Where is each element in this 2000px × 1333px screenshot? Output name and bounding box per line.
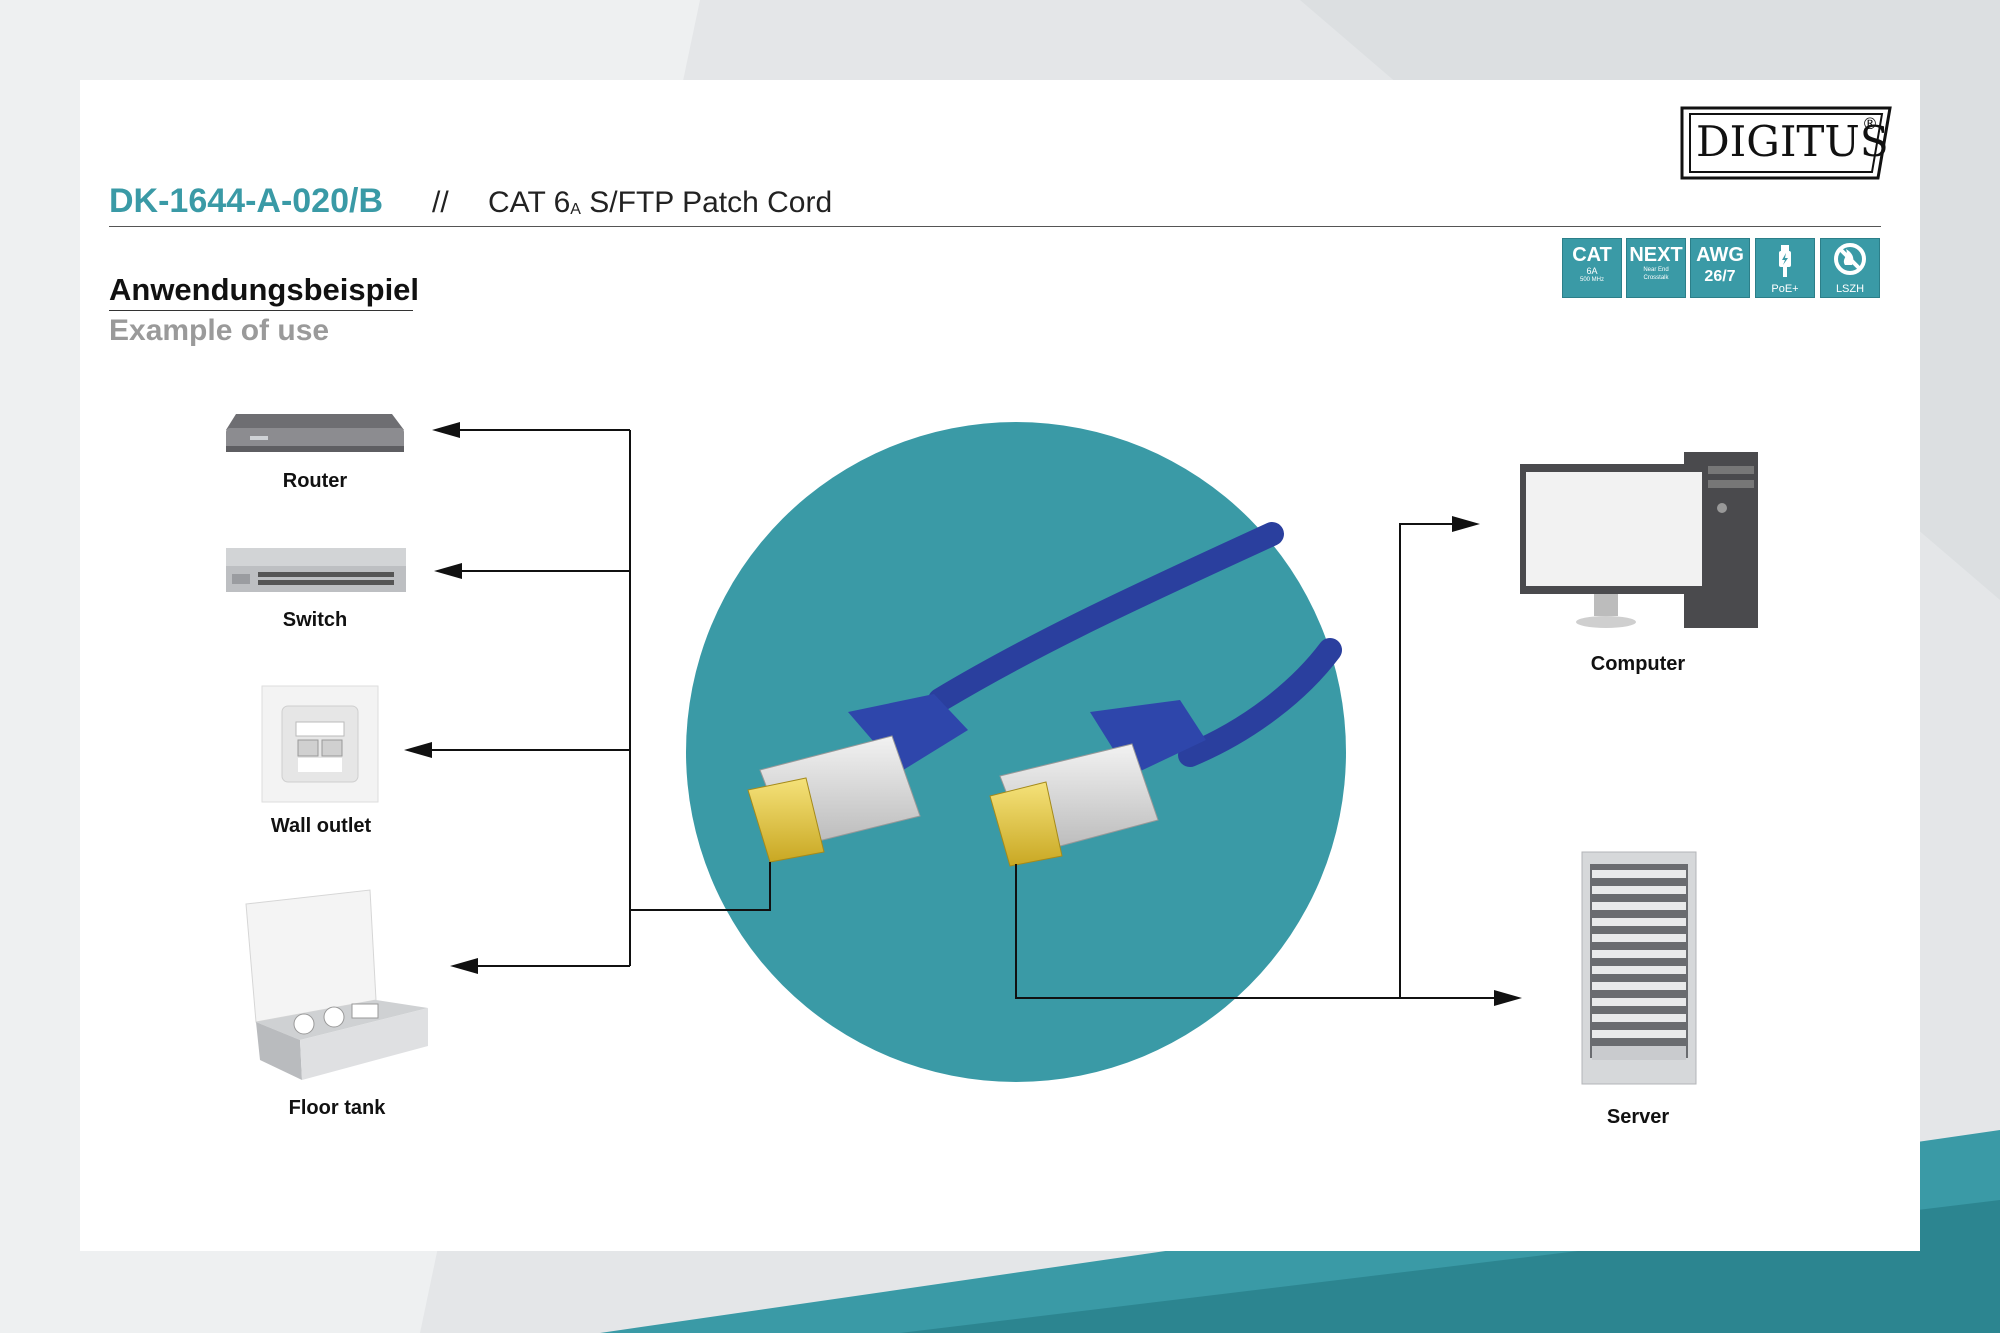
floor-tank-icon <box>245 889 428 1080</box>
badge-next-big: NEXT <box>1629 244 1683 266</box>
label-server: Server <box>1606 1106 1670 1128</box>
server-icon <box>1581 851 1697 1085</box>
product-suffix: S/FTP Patch Cord <box>580 186 833 219</box>
left-connector-lines <box>432 429 771 967</box>
section-subtitle: Example of use <box>109 314 330 347</box>
badge-next-small: Crosstalk <box>1643 275 1669 281</box>
model-number: DK-1644-A-020/B <box>109 182 383 220</box>
product-subscript: A <box>570 201 581 218</box>
badge-awg-big: AWG <box>1696 244 1744 266</box>
title-separator: // <box>432 186 449 219</box>
digitus-logo <box>1680 106 1892 180</box>
poe-cable-icon <box>1779 245 1791 277</box>
patch-cord-image <box>747 522 1342 867</box>
label-computer: Computer <box>1590 653 1686 675</box>
wall-outlet-icon <box>261 685 379 803</box>
switch-icon <box>226 548 406 592</box>
right-arrowheads <box>1452 516 1522 1006</box>
product-prefix: CAT 6 <box>488 186 571 219</box>
label-switch: Switch <box>282 609 348 631</box>
section-title: Anwendungsbeispiel <box>109 272 420 307</box>
header-rule <box>109 226 1881 227</box>
badge-lszh-label: LSZH <box>1835 283 1865 295</box>
product-title: CAT 6A S/FTP Patch Cord <box>488 186 832 220</box>
computer-icon <box>1520 452 1758 628</box>
right-connector-lines <box>1015 523 1494 999</box>
badge-cat6a: CAT 6A 500 MHz <box>1562 238 1622 298</box>
label-floor-tank: Floor tank <box>288 1097 386 1119</box>
left-connector <box>747 694 968 863</box>
badge-cat-mid: 6A <box>1586 266 1598 276</box>
badge-awg: AWG 26/7 <box>1690 238 1750 298</box>
router-icon <box>226 414 404 452</box>
label-wall-outlet: Wall outlet <box>270 815 372 837</box>
label-router: Router <box>282 470 348 492</box>
badge-awg-mid: 26/7 <box>1704 268 1736 285</box>
badge-poe: PoE+ <box>1755 238 1815 298</box>
badge-cat-big: CAT <box>1572 244 1612 266</box>
badge-next-mid: Near End <box>1643 267 1669 273</box>
section-rule <box>109 310 413 311</box>
badge-next: NEXT Near End Crosstalk <box>1626 238 1686 298</box>
badge-lszh: LSZH <box>1820 238 1880 298</box>
logo-text: DIGITUS <box>1696 117 1889 166</box>
right-connector <box>989 700 1206 867</box>
logo-registered: ® <box>1862 114 1878 133</box>
no-smoke-icon <box>1834 243 1866 275</box>
left-arrowheads <box>404 422 478 974</box>
badge-cat-small: 500 MHz <box>1579 277 1604 283</box>
badge-poe-label: PoE+ <box>1771 283 1799 295</box>
